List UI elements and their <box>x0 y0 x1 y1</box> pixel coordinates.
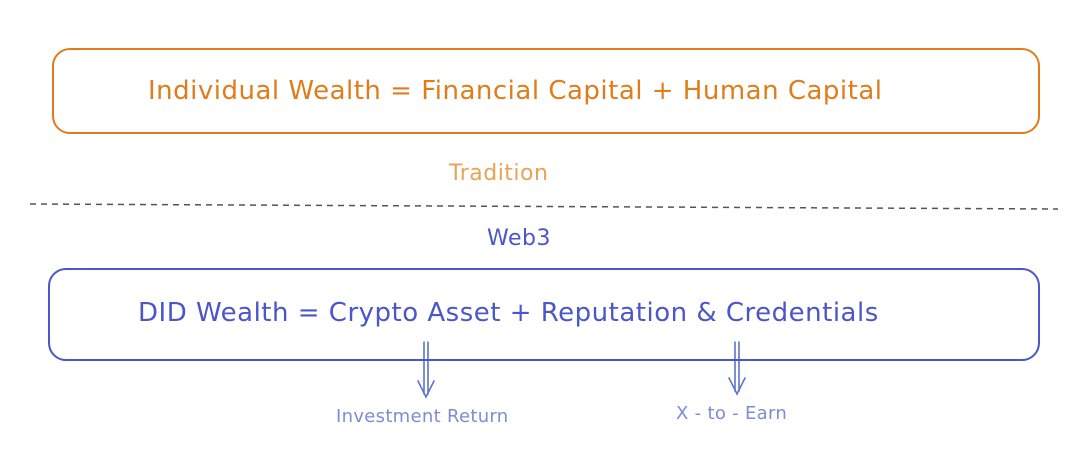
traditional-wealth-box <box>52 48 1040 134</box>
tradition-label: Tradition <box>449 161 549 186</box>
web3-label: Web3 <box>487 226 551 251</box>
section-divider <box>29 203 1059 210</box>
did-wealth-equation: DID Wealth = Crypto Asset + Reputation &… <box>138 298 879 328</box>
x-to-earn-label: X - to - Earn <box>676 403 788 424</box>
arrow-to-x-to-earn <box>728 341 746 396</box>
traditional-wealth-equation: Individual Wealth = Financial Capital + … <box>148 76 883 106</box>
arrow-to-investment-return <box>417 341 435 399</box>
investment-return-label: Investment Return <box>336 406 509 427</box>
did-wealth-box <box>48 268 1040 361</box>
